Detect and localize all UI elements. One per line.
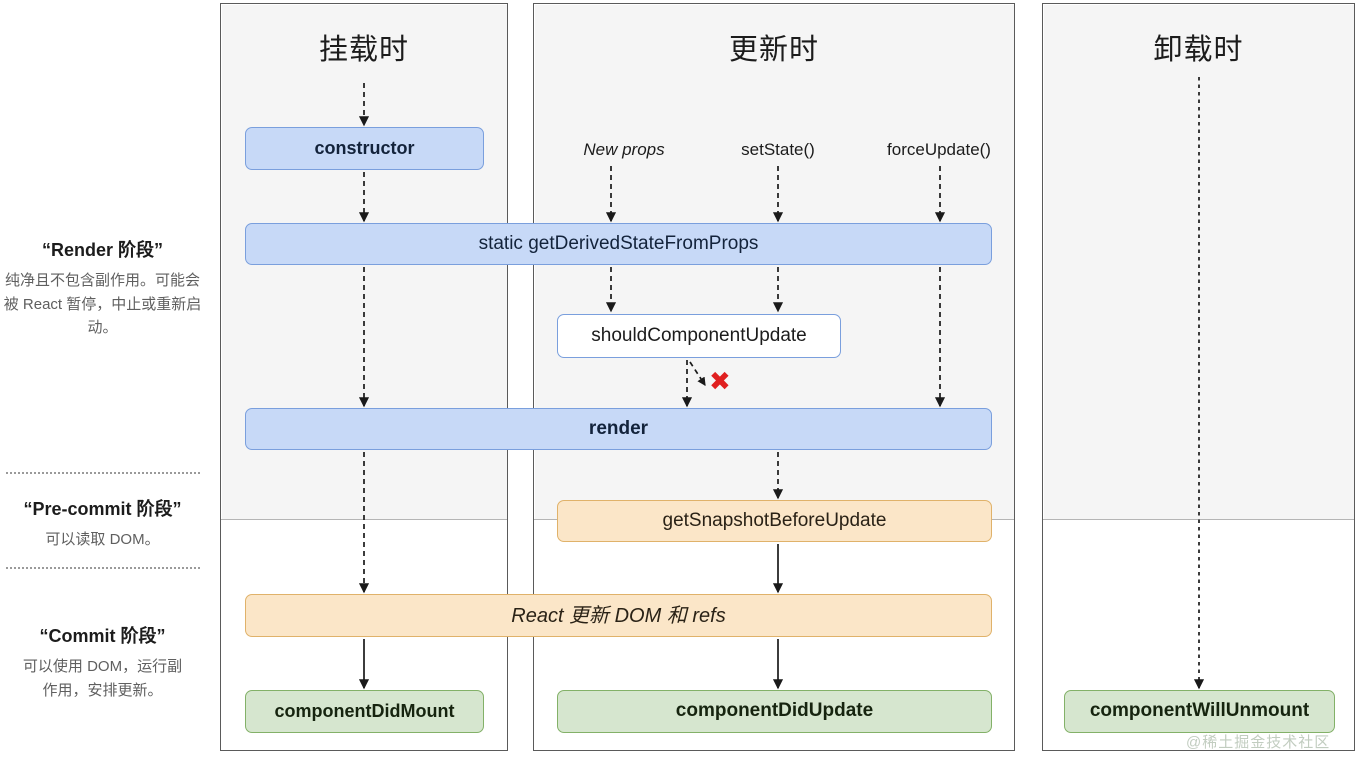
watermark: @稀土掘金技术社区 [1186, 734, 1331, 751]
phase-commit-body: 可以使用 DOM，运行副作用，安排更新。 [22, 658, 183, 699]
node-get-snapshot-before-update[interactable]: getSnapshotBeforeUpdate [557, 500, 992, 542]
node-component-will-unmount[interactable]: componentWillUnmount [1064, 690, 1335, 733]
node-react-updates-dom[interactable]: React 更新 DOM 和 refs [245, 594, 992, 637]
trigger-set-state: setState() [741, 140, 815, 159]
trigger-force-update: forceUpdate() [887, 140, 991, 159]
phase-pre-commit: “Pre-commit 阶段” 可以读取 DOM。 [0, 495, 205, 552]
node-should-component-update[interactable]: shouldComponentUpdate [557, 314, 841, 358]
column-title-unmount: 卸载时 [1153, 34, 1244, 66]
phase-commit: “Commit 阶段” 可以使用 DOM，运行副作用，安排更新。 [0, 622, 205, 702]
legend-divider-top [6, 472, 200, 474]
node-component-did-mount[interactable]: componentDidMount [245, 690, 484, 733]
node-get-derived-state-from-props[interactable]: static getDerivedStateFromProps [245, 223, 992, 265]
column-mount-divider [221, 519, 507, 520]
phase-render: “Render 阶段” 纯净且不包含副作用。可能会被 React 暂停，中止或重… [0, 236, 205, 340]
column-unmount-divider [1043, 519, 1354, 520]
node-component-did-update[interactable]: componentDidUpdate [557, 690, 992, 733]
phase-render-body: 纯净且不包含副作用。可能会被 React 暂停，中止或重新启动。 [3, 272, 202, 337]
phase-pre-commit-body: 可以读取 DOM。 [45, 531, 160, 548]
column-unmount-shade [1043, 4, 1354, 520]
phase-render-title: “Render 阶段” [41, 240, 164, 260]
phase-commit-title: “Commit 阶段” [39, 626, 166, 646]
phase-pre-commit-title: “Pre-commit 阶段” [23, 499, 182, 519]
legend-divider-bottom [6, 567, 200, 569]
trigger-new-props: New props [583, 140, 665, 159]
node-render[interactable]: render [245, 408, 992, 450]
node-constructor[interactable]: constructor [245, 127, 484, 170]
column-title-update: 更新时 [728, 34, 819, 66]
column-title-mount: 挂载时 [318, 34, 409, 66]
skip-render-x-icon: ✖ [709, 366, 731, 396]
